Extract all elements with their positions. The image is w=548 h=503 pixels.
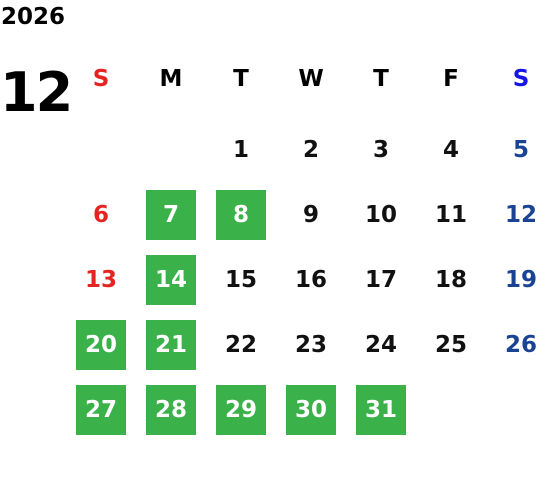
calendar-day: 13 (84, 267, 117, 293)
calendar-day: 16 (294, 267, 327, 293)
weekday-thu: T (373, 66, 389, 92)
calendar-day-highlighted: 7 (146, 190, 196, 240)
calendar-day: 17 (364, 267, 397, 293)
weekday-fri: F (443, 66, 459, 92)
calendar-year: 2026 (1, 4, 66, 30)
calendar-day-highlighted: 8 (216, 190, 266, 240)
calendar-day-highlighted: 28 (146, 385, 196, 435)
calendar-day-highlighted: 31 (356, 385, 406, 435)
calendar-day: 6 (92, 202, 109, 228)
calendar-day: 3 (372, 137, 389, 163)
calendar-day: 22 (224, 332, 257, 358)
calendar-day: 10 (364, 202, 397, 228)
calendar-day: 1 (232, 137, 249, 163)
weekday-mon: M (159, 66, 183, 92)
weekday-wed: W (298, 66, 324, 92)
calendar-day: 26 (504, 332, 537, 358)
calendar-day: 19 (504, 267, 537, 293)
calendar-day-highlighted: 27 (76, 385, 126, 435)
calendar-day-highlighted: 29 (216, 385, 266, 435)
weekday-sun: S (92, 66, 110, 92)
calendar-day: 18 (434, 267, 467, 293)
calendar-day: 9 (302, 202, 319, 228)
calendar-month: 12 (0, 61, 73, 124)
calendar-day-highlighted: 30 (286, 385, 336, 435)
calendar-day-highlighted: 21 (146, 320, 196, 370)
calendar-day-highlighted: 20 (76, 320, 126, 370)
calendar-day: 2 (302, 137, 319, 163)
calendar-day: 12 (504, 202, 537, 228)
calendar-day: 23 (294, 332, 327, 358)
calendar-day: 15 (224, 267, 257, 293)
calendar-day: 24 (364, 332, 397, 358)
calendar-day: 4 (442, 137, 459, 163)
calendar-day: 11 (434, 202, 467, 228)
weekday-sat: S (512, 66, 530, 92)
weekday-tue: T (233, 66, 249, 92)
calendar-day-highlighted: 14 (146, 255, 196, 305)
calendar-day: 25 (434, 332, 467, 358)
calendar-day: 5 (512, 137, 529, 163)
